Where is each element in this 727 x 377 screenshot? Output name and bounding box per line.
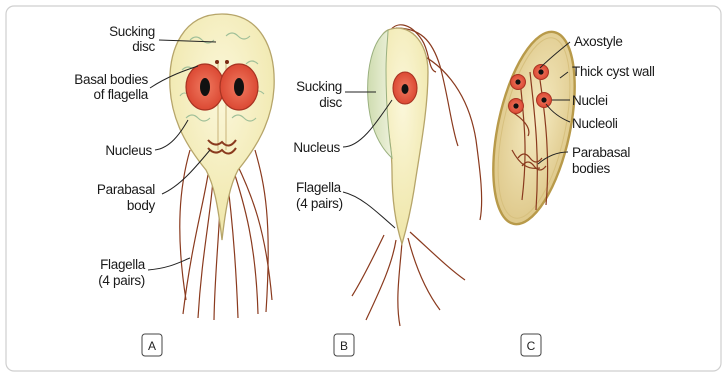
label-sucking-disc-a: Sucking [109, 24, 155, 39]
label-thick-cyst-wall-c: Thick cyst wall [572, 64, 655, 79]
panel-label-b: B [340, 339, 348, 353]
label-parabasal-body-a: Parabasal [97, 182, 155, 197]
label-axostyle-c: Axostyle [574, 34, 623, 49]
label-parabasal-bodies-c: Parabasal [572, 145, 630, 160]
label-parabasal-bodies-c-2: bodies [572, 161, 611, 176]
label-sucking-disc-a-2: disc [132, 39, 155, 54]
label-basal-bodies-a: Basal bodies [74, 72, 148, 87]
label-flagella-a: Flagella [100, 257, 146, 272]
panel-label-a: A [148, 339, 156, 353]
label-sucking-disc-b: Sucking [296, 79, 342, 94]
label-flagella-b-2: (4 pairs) [296, 196, 343, 211]
label-nucleus-a: Nucleus [105, 143, 152, 158]
nucleus-b [393, 72, 417, 104]
label-flagella-b: Flagella [296, 180, 342, 195]
label-flagella-a-2: (4 pairs) [98, 273, 145, 288]
label-nucleoli-c: Nucleoli [572, 116, 618, 131]
label-parabasal-body-a-2: body [127, 198, 156, 213]
label-nucleus-b: Nucleus [293, 140, 340, 155]
label-nuclei-c: Nuclei [572, 93, 608, 108]
label-sucking-disc-b-2: disc [319, 95, 342, 110]
label-basal-bodies-a-2: of flagella [94, 87, 149, 102]
panel-label-c: C [527, 339, 536, 353]
